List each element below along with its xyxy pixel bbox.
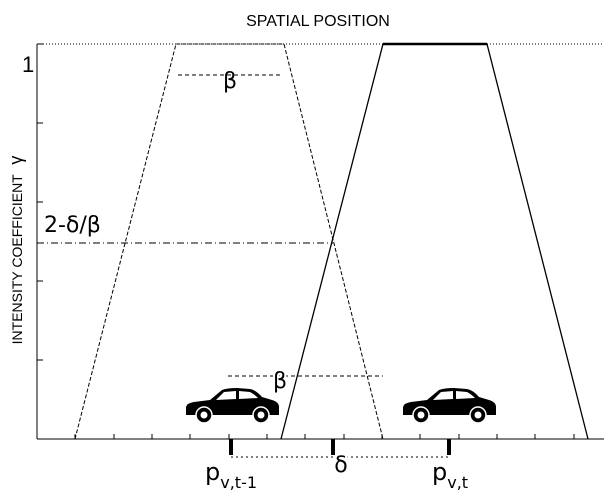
- car-icon-previous: [185, 387, 280, 424]
- x-ticks: [74, 434, 575, 439]
- trapezoid-current: [280, 43, 589, 440]
- pos-label-current: pv,t: [432, 458, 468, 492]
- car-icon-current: [402, 387, 497, 424]
- y-axis-label-text: INTENSITY COEFFICIENT: [9, 174, 25, 345]
- figure-title: SPATIAL POSITION: [246, 13, 390, 30]
- position-markers: [229, 439, 451, 455]
- beta-label-top: β: [223, 69, 237, 94]
- gamma-symbol: γ: [6, 156, 26, 165]
- delta-label: δ: [334, 453, 347, 478]
- y-ticks: [37, 43, 43, 361]
- pos-label-previous: pv,t-1: [205, 458, 257, 492]
- svg-text:INTENSITY COEFFICIENT γ: INTENSITY COEFFICIENT γ: [6, 156, 26, 345]
- y-axis-label: INTENSITY COEFFICIENT γ: [6, 156, 26, 345]
- beta-label-bottom: β: [273, 369, 287, 394]
- level-label: 2-δ/β: [44, 213, 101, 238]
- trapezoid-previous: [74, 43, 384, 440]
- y-tick-label-1: 1: [22, 52, 34, 77]
- plot-axes: [36, 43, 604, 440]
